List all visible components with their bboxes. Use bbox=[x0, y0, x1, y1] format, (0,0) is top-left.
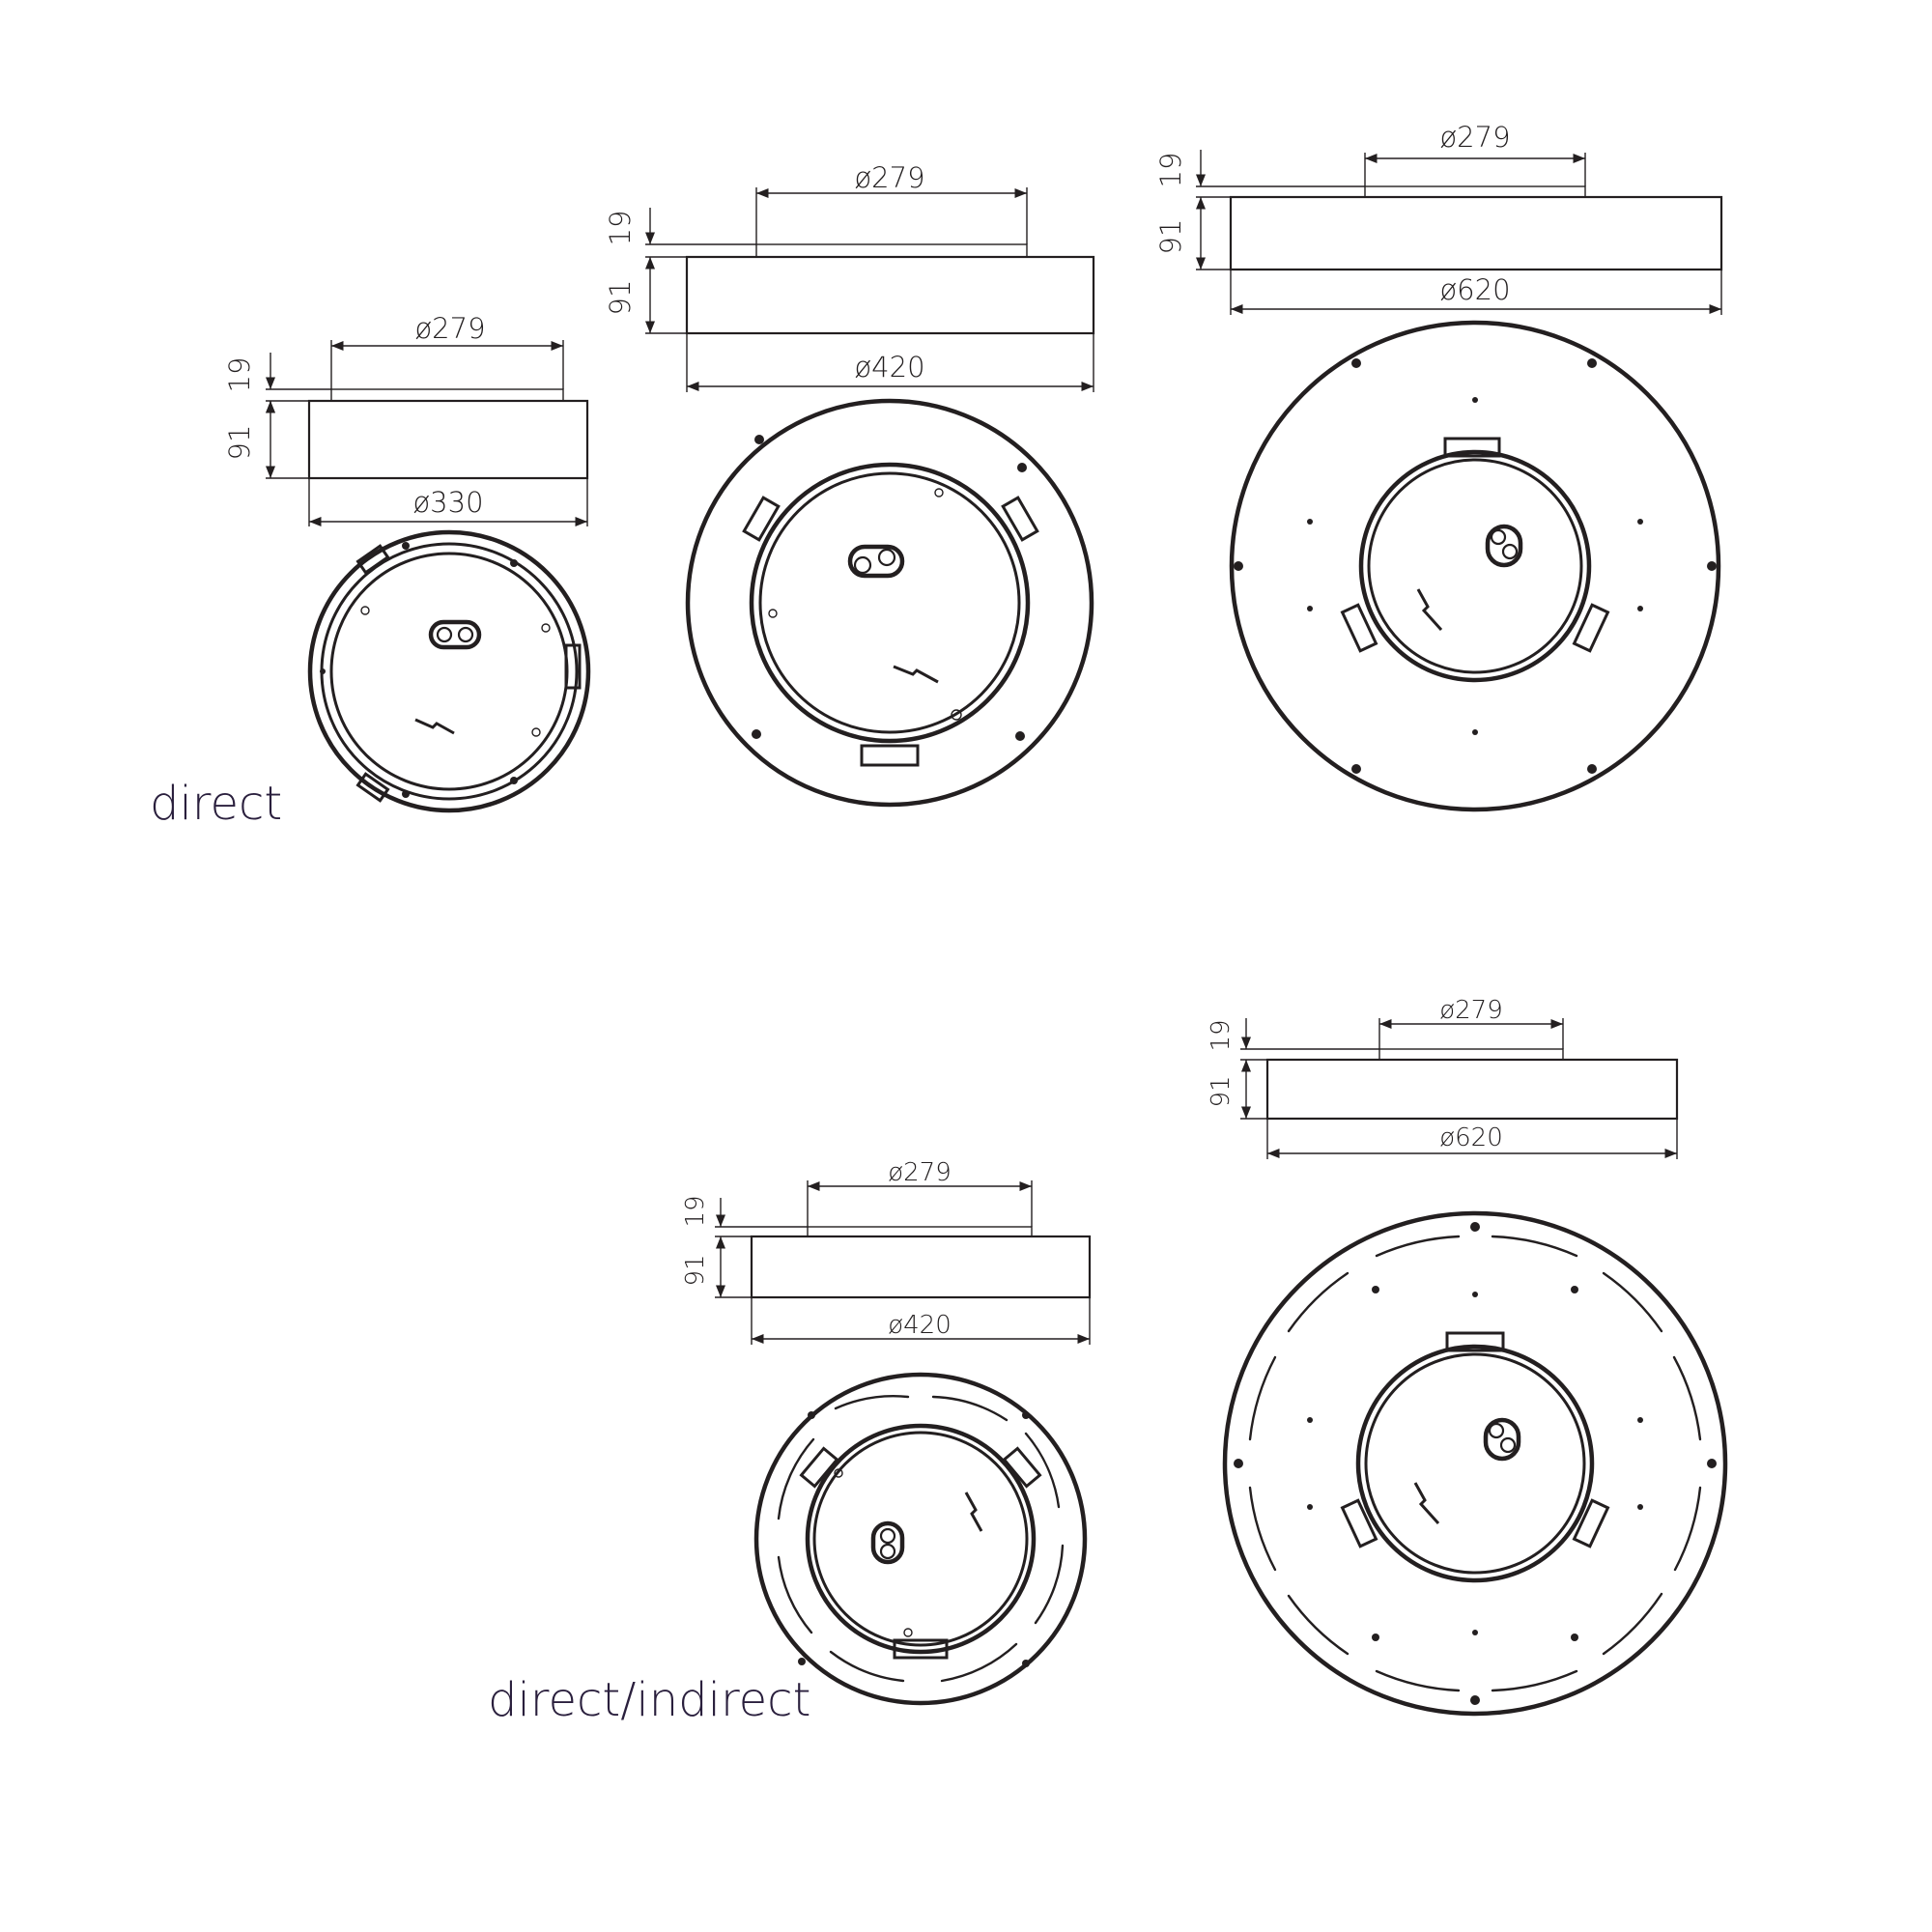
inner-ring-b bbox=[758, 471, 1021, 734]
inner-ring-a bbox=[1355, 1344, 1595, 1583]
junction-box-icon bbox=[847, 544, 905, 579]
height-top-label: 19 bbox=[223, 357, 256, 393]
direct-medium-side-view: ø279 ø420 19 91 bbox=[604, 161, 1095, 392]
direct-indirect-medium-side-view: ø279 ø420 19 91 bbox=[681, 1158, 1092, 1345]
inner-ring-a bbox=[749, 462, 1031, 744]
inner-ring-b bbox=[329, 552, 569, 791]
light-slot bbox=[777, 1437, 815, 1520]
height-top-label: 19 bbox=[1154, 153, 1187, 188]
caption-direct: direct bbox=[150, 777, 282, 831]
bottom-diameter-label: ø420 bbox=[854, 351, 924, 384]
light-slot bbox=[1375, 1235, 1461, 1258]
junction-box-icon bbox=[428, 619, 482, 650]
direct-large-plan-view bbox=[1229, 320, 1721, 812]
top-cap-outline bbox=[755, 243, 1028, 258]
top-diameter-label: ø279 bbox=[888, 1158, 952, 1187]
height-top-label: 19 bbox=[604, 211, 637, 246]
light-slot bbox=[1673, 1486, 1702, 1572]
direct-small-plan-view bbox=[307, 529, 591, 813]
outer-ring bbox=[1229, 320, 1721, 812]
connector-icon bbox=[893, 665, 939, 684]
light-slot bbox=[1491, 1235, 1578, 1258]
light-slot bbox=[1287, 1594, 1350, 1656]
light-slot bbox=[1491, 1669, 1578, 1692]
top-diameter-label: ø279 bbox=[1439, 996, 1503, 1025]
light-slot bbox=[829, 1650, 905, 1683]
light-slot bbox=[1602, 1592, 1663, 1656]
light-slot bbox=[1248, 1486, 1277, 1572]
outer-ring bbox=[307, 529, 591, 813]
connector-icon bbox=[964, 1492, 983, 1532]
height-top-label: 19 bbox=[1207, 1019, 1236, 1051]
connector-icon bbox=[414, 718, 455, 735]
light-slot bbox=[1375, 1669, 1461, 1692]
top-cap-outline bbox=[807, 1226, 1033, 1237]
top-diameter-label: ø279 bbox=[414, 312, 485, 345]
direct-small-side-view: ø279 ø330 19 91 bbox=[223, 312, 589, 527]
height-body-label: 91 bbox=[1207, 1075, 1236, 1107]
light-slot bbox=[1287, 1271, 1350, 1333]
outer-ring bbox=[1222, 1210, 1728, 1717]
height-body-label: 91 bbox=[604, 280, 637, 316]
direct-medium-plan-view bbox=[685, 398, 1094, 808]
light-slot bbox=[834, 1395, 910, 1410]
height-body-label: 91 bbox=[1154, 219, 1187, 255]
direct-large-side-view: ø279 ø620 19 91 bbox=[1154, 121, 1723, 315]
height-body-label: 91 bbox=[681, 1254, 710, 1286]
bottom-diameter-label: ø620 bbox=[1439, 273, 1510, 306]
light-slot bbox=[1602, 1271, 1663, 1333]
light-slot bbox=[940, 1642, 1018, 1683]
inner-ring-b bbox=[1367, 458, 1583, 674]
junction-box-icon bbox=[1485, 524, 1523, 568]
junction-box-icon bbox=[870, 1520, 905, 1565]
top-diameter-label: ø279 bbox=[854, 161, 924, 194]
caption-direct-indirect: direct/indirect bbox=[488, 1673, 810, 1727]
direct-indirect-large-plan-view bbox=[1222, 1210, 1728, 1717]
inner-ring-a bbox=[320, 542, 579, 801]
direct-indirect-medium-plan-view bbox=[753, 1372, 1088, 1706]
top-cap-outline bbox=[330, 388, 564, 402]
inner-ring-b bbox=[1364, 1352, 1586, 1575]
light-slot bbox=[1024, 1432, 1061, 1509]
light-slot bbox=[1672, 1355, 1702, 1441]
body-outline bbox=[685, 255, 1095, 335]
inner-ring-a bbox=[1358, 449, 1592, 683]
bottom-diameter-label: ø330 bbox=[412, 486, 483, 519]
inner-ring-a bbox=[805, 1423, 1037, 1655]
top-diameter-label: ø279 bbox=[1439, 121, 1510, 154]
junction-box-icon bbox=[1483, 1417, 1521, 1462]
light-slot bbox=[1248, 1355, 1277, 1441]
connector-icon bbox=[1413, 1482, 1440, 1525]
direct-indirect-large-side-view: ø279 ø620 19 91 bbox=[1207, 996, 1679, 1159]
top-cap-outline bbox=[1364, 185, 1586, 198]
inner-ring-b bbox=[812, 1431, 1029, 1647]
bottom-diameter-label: ø420 bbox=[888, 1311, 952, 1340]
body-outline bbox=[307, 399, 589, 480]
body-outline bbox=[1229, 195, 1723, 271]
outer-ring bbox=[685, 398, 1094, 808]
body-outline bbox=[1265, 1058, 1679, 1121]
height-body-label: 91 bbox=[223, 425, 256, 461]
connector-icon bbox=[1416, 588, 1443, 632]
light-slot bbox=[1034, 1544, 1065, 1625]
height-top-label: 19 bbox=[681, 1195, 710, 1227]
bottom-diameter-label: ø620 bbox=[1439, 1123, 1503, 1152]
body-outline bbox=[750, 1235, 1092, 1299]
light-slot bbox=[931, 1395, 1009, 1422]
light-slot bbox=[777, 1555, 813, 1634]
outer-ring bbox=[753, 1372, 1088, 1706]
top-cap-outline bbox=[1378, 1048, 1564, 1061]
